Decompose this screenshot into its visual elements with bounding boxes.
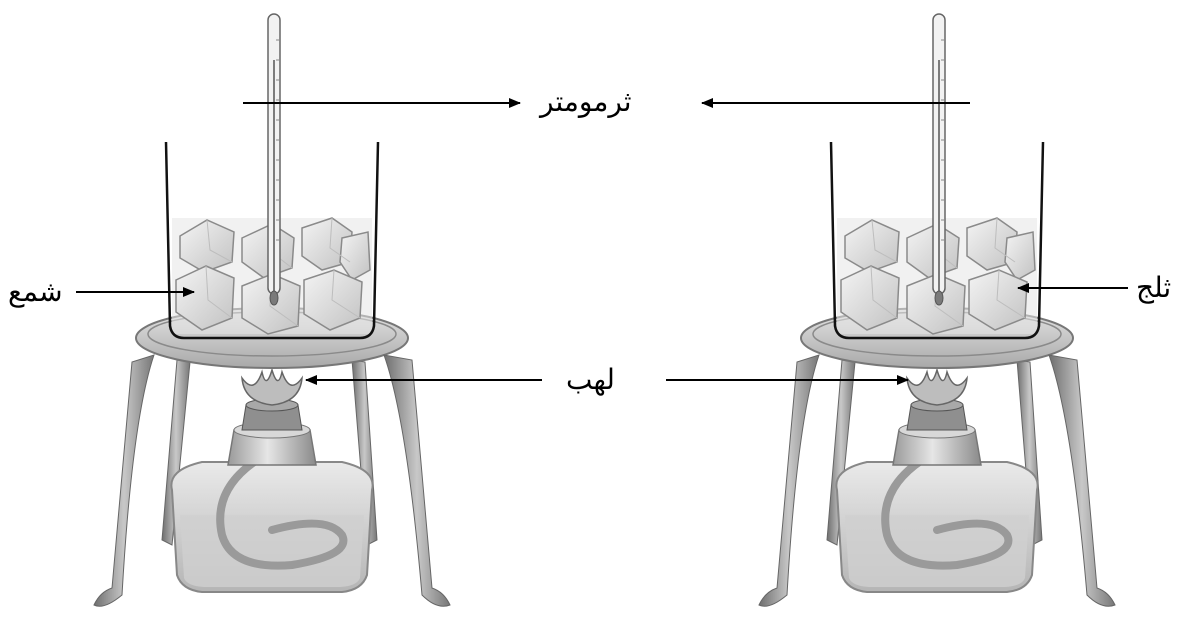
arrows bbox=[76, 98, 1128, 385]
label-wax: شمع bbox=[8, 275, 63, 308]
label-ice: ثلج bbox=[1136, 271, 1172, 304]
label-thermometer: ثرمومتر bbox=[540, 85, 632, 118]
label-flame: لهب bbox=[566, 363, 615, 396]
